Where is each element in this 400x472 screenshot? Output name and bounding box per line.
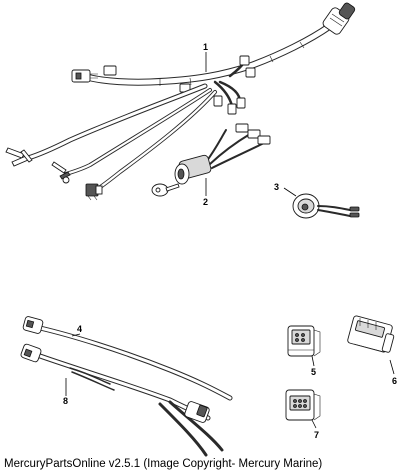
sensor-harness[interactable] bbox=[20, 343, 224, 457]
sensor-harness-right-plug bbox=[184, 401, 210, 423]
harness-main-plug bbox=[322, 2, 356, 35]
callout-3: 3 bbox=[274, 182, 279, 192]
ignition-key bbox=[151, 183, 180, 197]
ring-terminal-left bbox=[5, 147, 33, 167]
callout-5: 5 bbox=[311, 367, 316, 377]
connector-plug-7[interactable] bbox=[285, 389, 321, 421]
callout-4: 4 bbox=[77, 324, 82, 334]
sensor-harness-left-plug bbox=[20, 343, 42, 363]
connector-housing-6[interactable] bbox=[347, 315, 395, 353]
extension-harness[interactable] bbox=[22, 316, 233, 401]
callout-7: 7 bbox=[314, 430, 319, 440]
harness-small-connectors bbox=[213, 55, 256, 115]
callout-1: 1 bbox=[203, 42, 208, 52]
main-wire-harness[interactable] bbox=[5, 2, 356, 201]
callout-8: 8 bbox=[63, 396, 68, 406]
harness-square-plug bbox=[85, 183, 103, 201]
extension-harness-left-plug bbox=[22, 316, 44, 334]
ignition-switch[interactable] bbox=[151, 123, 271, 197]
harness-left-plug bbox=[71, 69, 98, 83]
callout-2: 2 bbox=[203, 197, 208, 207]
callout-6: 6 bbox=[392, 376, 397, 386]
copyright-caption: MercuryPartsOnline v2.5.1 (Image Copyrig… bbox=[4, 458, 323, 470]
ring-terminal-middle bbox=[51, 161, 71, 184]
connector-plug-5[interactable] bbox=[287, 325, 321, 357]
lanyard-stop-switch[interactable] bbox=[292, 193, 360, 219]
